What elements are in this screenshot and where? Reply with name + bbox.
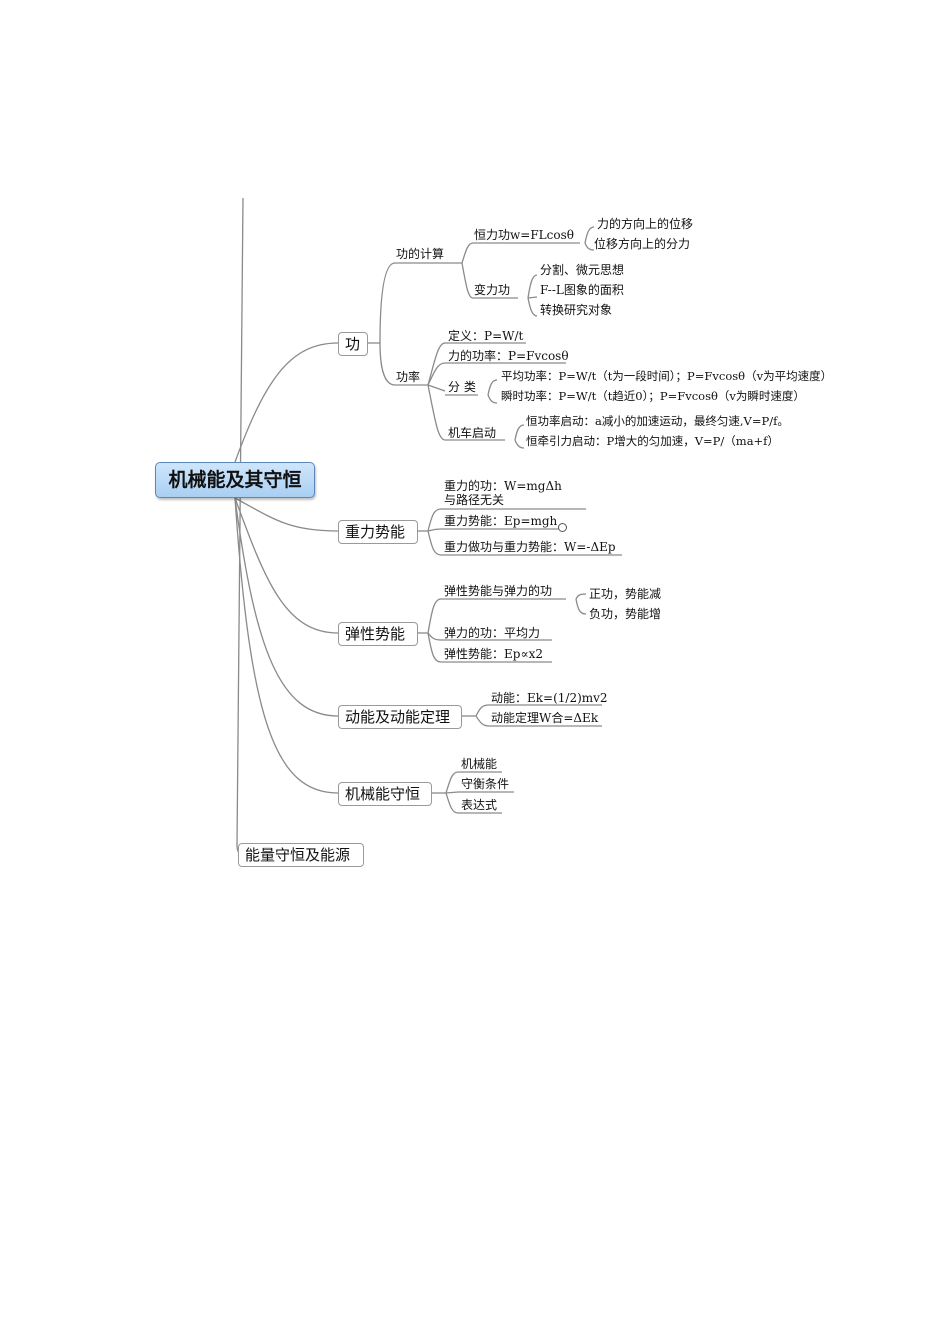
leaf-elastic-force-work: 弹力的功：平均力 <box>444 626 541 640</box>
node-classify[interactable]: 分 类 <box>448 380 476 394</box>
leaf-transform-object: 转换研究对象 <box>540 303 613 317</box>
node-power[interactable]: 功率 <box>396 370 421 384</box>
leaf-conservation-condition: 守衡条件 <box>461 777 510 791</box>
leaf-gravity-work: 重力的功：W=mgΔh <box>444 479 562 493</box>
leaf-elastic-pe-formula: 弹性势能：Ep∝x2 <box>444 647 543 661</box>
leaf-positive-work: 正功，势能减 <box>589 587 662 601</box>
node-variable-work[interactable]: 变力功 <box>474 283 511 297</box>
leaf-kinetic-theorem: 动能定理W合=ΔEk <box>491 711 599 725</box>
node-gong[interactable]: 功 <box>338 332 368 356</box>
leaf-average-power: 平均功率：P=W/t（t为一段时间）；P=Fvcosθ（v为平均速度） <box>501 369 833 383</box>
leaf-power-definition: 定义：P=W/t <box>448 329 524 343</box>
node-vehicle-start[interactable]: 机车启动 <box>448 426 497 440</box>
leaf-instant-power: 瞬时功率：P=W/t（t趋近0）；P=Fvcosθ（v为瞬时速度） <box>501 389 805 403</box>
node-elastic-pe[interactable]: 弹性势能 <box>338 622 418 646</box>
root-node[interactable]: 机械能及其守恒 <box>155 462 315 498</box>
note-icon[interactable] <box>558 523 567 532</box>
node-work-calc[interactable]: 功的计算 <box>396 247 445 261</box>
node-kinetic[interactable]: 动能及动能定理 <box>338 705 462 729</box>
leaf-gravity-pe-formula: 重力势能：Ep=mgh <box>444 514 558 528</box>
leaf-expression: 表达式 <box>461 798 498 812</box>
leaf-displacement-component: 位移方向上的分力 <box>594 237 691 251</box>
leaf-f-l-area: F--L图象的面积 <box>540 283 624 297</box>
leaf-path-independent: 与路径无关 <box>444 493 505 507</box>
leaf-kinetic-energy: 动能：Ek=(1/2)mv2 <box>491 691 608 705</box>
leaf-negative-work: 负功，势能增 <box>589 607 662 621</box>
node-elastic-work-relation[interactable]: 弹性势能与弹力的功 <box>444 584 553 598</box>
leaf-mechanical-energy: 机械能 <box>461 757 498 771</box>
node-gravity-pe[interactable]: 重力势能 <box>338 520 418 544</box>
leaf-force-power: 力的功率：P=Fvcosθ <box>448 349 569 363</box>
node-constant-work[interactable]: 恒力功w=FLcosθ <box>474 228 574 242</box>
node-energy-conservation[interactable]: 能量守恒及能源 <box>238 843 364 867</box>
leaf-constant-power-start: 恒功率启动：a减小的加速运动，最终匀速,V=P/f。 <box>526 414 789 428</box>
leaf-gravity-work-pe: 重力做功与重力势能：W=-ΔEp <box>444 540 616 554</box>
leaf-constant-traction-start: 恒牵引力启动：P增大的匀加速，V=P/（ma+f） <box>526 434 779 448</box>
leaf-force-displacement: 力的方向上的位移 <box>597 217 694 231</box>
node-conservation[interactable]: 机械能守恒 <box>338 782 432 806</box>
leaf-differential: 分割、微元思想 <box>540 263 625 277</box>
